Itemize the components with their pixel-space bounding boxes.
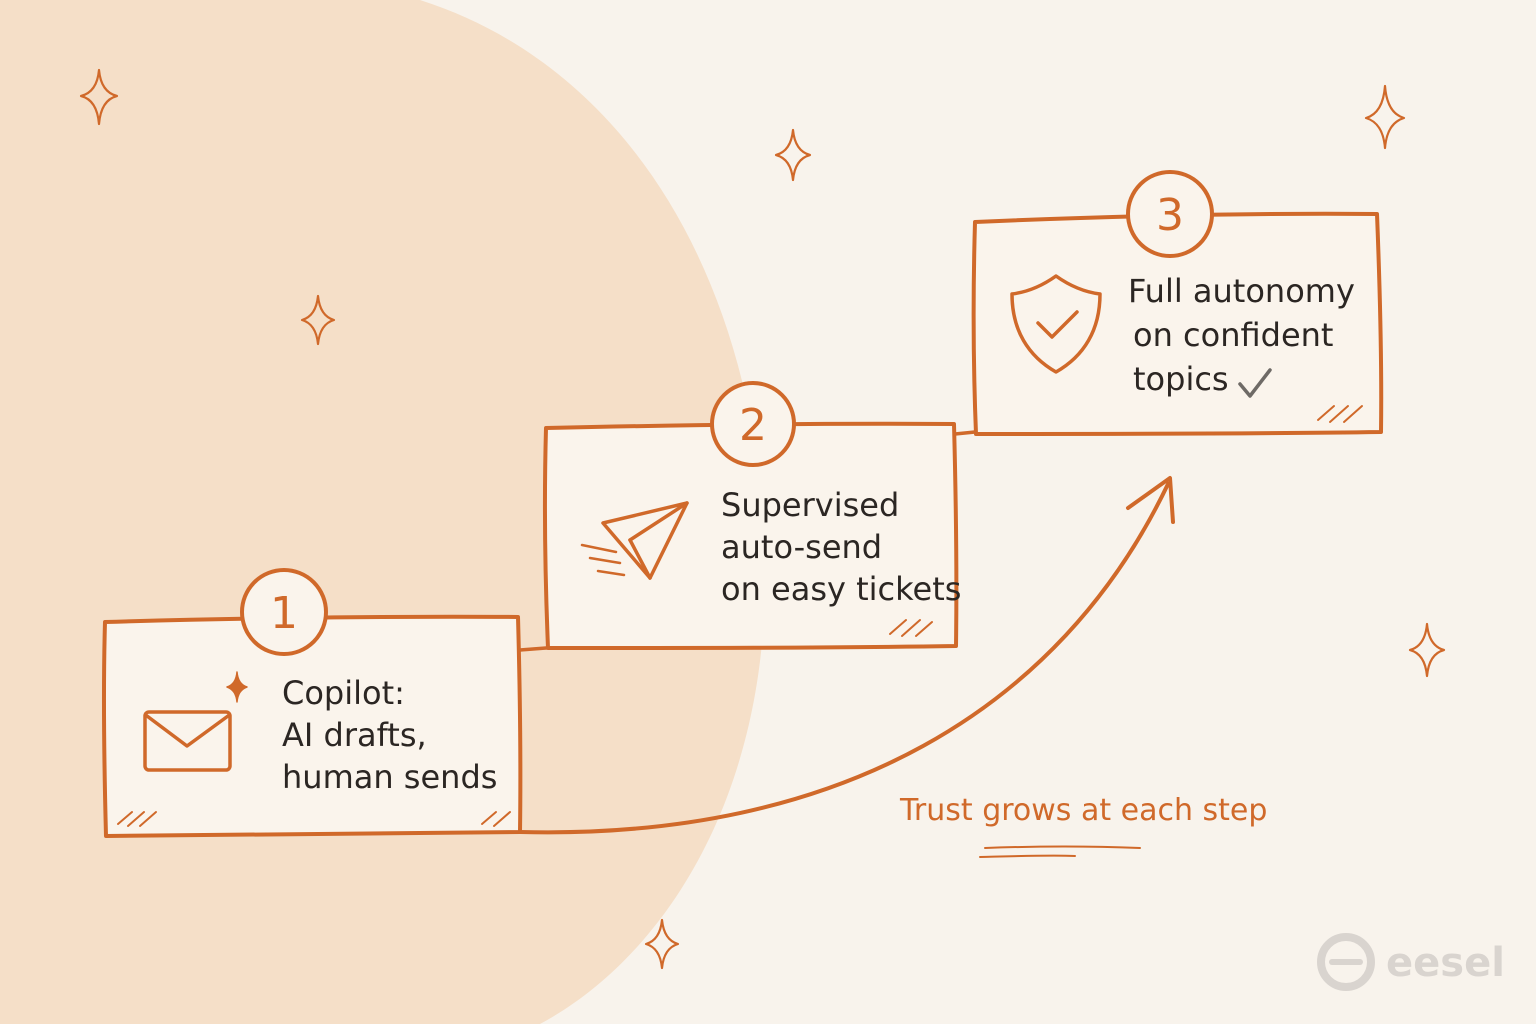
- step-connectors: [518, 430, 977, 652]
- sparkles: [79, 68, 1446, 970]
- envelope-sparkle-icon: [143, 671, 248, 772]
- step-card-1: 1 Copilot: AI drafts, human sends: [101, 568, 523, 838]
- eesel-logo: eesel: [1317, 933, 1505, 991]
- card-box: [971, 211, 1384, 436]
- card-hatch-right: [481, 811, 511, 827]
- step-number-1: 1: [270, 588, 298, 639]
- sparkle-icon: [644, 918, 680, 970]
- sparkle-icon: [300, 294, 336, 346]
- paper-plane-icon: [580, 501, 689, 580]
- card-hatch-right: [1317, 405, 1363, 423]
- trust-growth-arrow: [518, 482, 1170, 835]
- step-badge-2: [710, 381, 796, 467]
- trust-growth-arrowhead: [1126, 476, 1175, 524]
- step-card-2: 2 Supervised auto-send on easy tickets: [542, 381, 961, 650]
- step-text-2: Supervised auto-send on easy tickets: [721, 486, 961, 608]
- step-text-3: Full autonomy on confident topics: [1128, 272, 1365, 398]
- eesel-logo-mark-icon: [1317, 933, 1375, 991]
- step-number-3: 3: [1156, 190, 1184, 241]
- sparkle-icon: [1408, 622, 1446, 678]
- shield-check-icon: [1010, 274, 1102, 374]
- step-badge-3: [1126, 170, 1214, 258]
- checkmark-icon: [1238, 368, 1272, 398]
- step-badge-1: [240, 568, 328, 656]
- card-hatch-right: [889, 619, 933, 637]
- step-number-2: 2: [739, 400, 767, 451]
- trust-label: Trust grows at each step: [899, 793, 1267, 828]
- step-text-1: Copilot: AI drafts, human sends: [282, 674, 497, 796]
- step-card-3: 3 Full autonomy on confident topics: [971, 170, 1384, 436]
- sparkle-icon: [79, 68, 119, 126]
- card-box: [101, 614, 523, 838]
- trust-label-underline: [979, 845, 1141, 858]
- sparkle-icon: [1364, 84, 1406, 150]
- eesel-logo-text: eesel: [1386, 940, 1505, 986]
- card-hatch-left: [117, 811, 157, 827]
- sparkle-icon: [774, 128, 812, 182]
